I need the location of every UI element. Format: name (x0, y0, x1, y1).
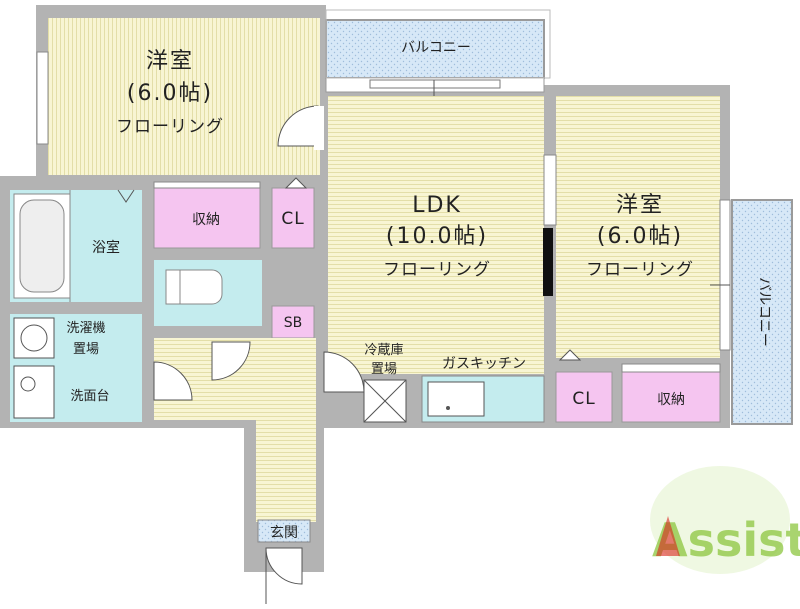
washer-label-1: 洗濯機 (66, 321, 105, 336)
fridge-label-2: 置場 (371, 362, 397, 377)
shoebox-label: SB (284, 315, 303, 331)
closet-right: CL (555, 349, 613, 423)
western-room-top-left: 洋室 (6.0帖) フローリング (36, 18, 320, 175)
storage-right: 収納 (621, 363, 721, 423)
logo-text: Assist (652, 513, 800, 567)
room-size: (6.0帖) (127, 81, 213, 106)
room-name: LDK (412, 193, 462, 218)
storage-left-label: 収納 (192, 212, 220, 228)
entrance-label: 玄関 (270, 524, 298, 541)
balcony-top-label: バルコニー (401, 40, 471, 56)
storage-left: 収納 (153, 181, 261, 249)
washstand-label: 洗面台 (70, 389, 109, 404)
gas-kitchen: ガスキッチン (421, 356, 545, 423)
balcony-right: バルコニー (731, 199, 793, 425)
closet-right-label: CL (572, 389, 595, 409)
washer-label-2: 置場 (73, 342, 99, 357)
balcony-top: バルコニー (325, 19, 545, 98)
bathroom: 浴室 (10, 189, 142, 302)
fridge-space: 冷蔵庫 置場 (363, 343, 407, 423)
room-floor: フローリング (116, 117, 224, 137)
room-floor: フローリング (383, 260, 491, 280)
ldk-room: LDK (10.0帖) フローリング (328, 96, 544, 374)
bathroom-label: 浴室 (92, 239, 120, 256)
fridge-label-1: 冷蔵庫 (364, 343, 403, 358)
room-size: (6.0帖) (597, 224, 683, 249)
kitchen-label: ガスキッチン (442, 356, 526, 372)
toilet-room (154, 260, 262, 326)
hallway (153, 338, 365, 522)
washroom: 洗濯機 置場 洗面台 (10, 314, 142, 422)
western-room-right: 洋室 (6.0帖) フローリング (556, 96, 731, 358)
assist-logo: Assist (650, 466, 800, 574)
room-name: 洋室 (146, 49, 194, 74)
entrance: 玄関 (257, 519, 311, 604)
storage-right-label: 収納 (657, 392, 685, 408)
room-size: (10.0帖) (386, 224, 488, 249)
door-swing (277, 105, 319, 147)
closet-left-label: CL (281, 209, 304, 229)
closet-left: CL (271, 177, 315, 249)
room-name: 洋室 (616, 193, 664, 218)
room-floor: フローリング (586, 260, 694, 280)
balcony-right-label: バルコニー (756, 277, 772, 347)
